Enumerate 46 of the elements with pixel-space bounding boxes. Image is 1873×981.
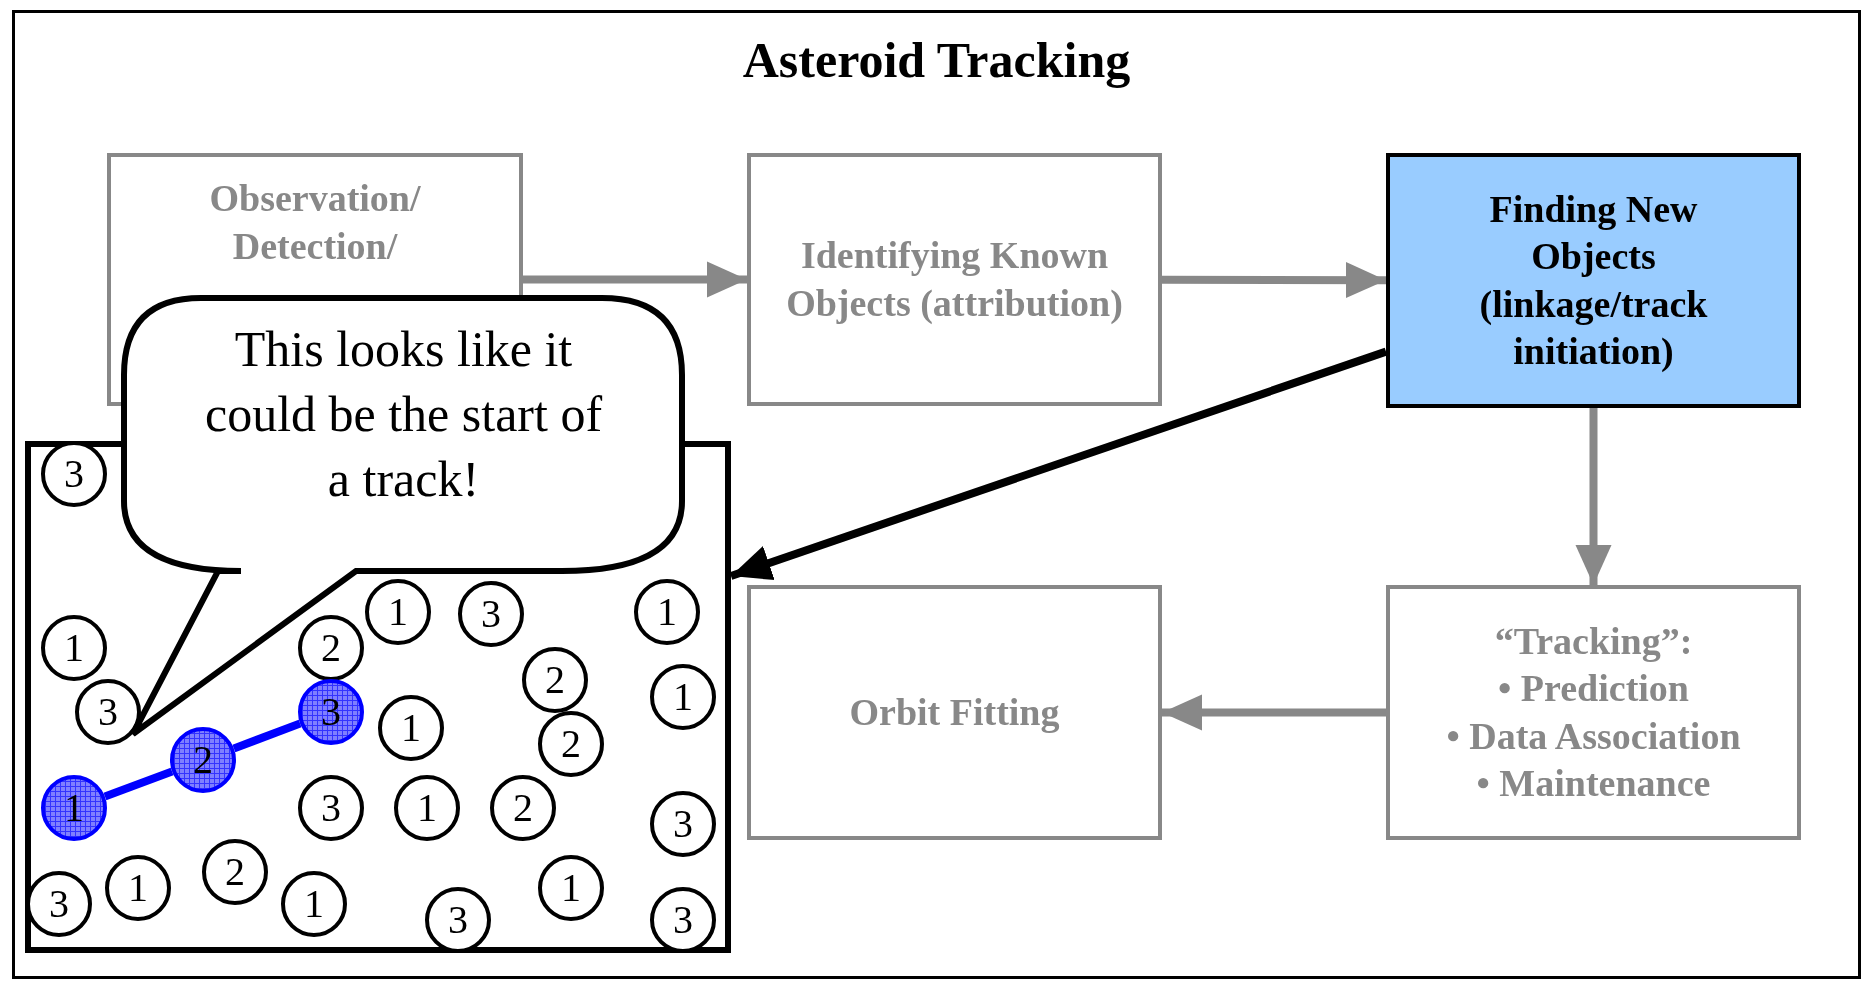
detection-number: 3 <box>481 594 501 634</box>
detection-number: 3 <box>98 692 118 732</box>
star-field-panel <box>25 441 731 953</box>
detection-number: 3 <box>448 900 468 940</box>
detection-number: 3 <box>673 804 693 844</box>
detection-number: 2 <box>545 660 565 700</box>
detection-number: 1 <box>657 592 677 632</box>
detection-number: 3 <box>64 454 84 494</box>
arrow <box>729 347 1388 581</box>
box-label: Orbit Fitting <box>849 689 1060 735</box>
box-label: Finding New Objects (linkage/track initiation) <box>1478 186 1709 374</box>
arrow <box>1575 408 1612 585</box>
detection-number: 1 <box>64 788 84 828</box>
detection-number: 3 <box>321 788 341 828</box>
diagram-title: Asteroid Tracking <box>742 31 1131 89</box>
detection-number: 2 <box>561 724 581 764</box>
detection-number: 1 <box>401 708 421 748</box>
box-label: Identifying Known Objects (attribution) <box>785 233 1124 326</box>
detection-number: 3 <box>49 884 69 924</box>
detection-number: 3 <box>321 692 341 732</box>
detection-number: 1 <box>388 592 408 632</box>
box-label: • Data Association <box>1446 713 1741 759</box>
process-box <box>747 585 1162 840</box>
process-box <box>1386 585 1801 840</box>
box-label: “Tracking”: <box>1494 618 1693 664</box>
box-label: • Maintenance <box>1476 761 1711 806</box>
detection-number: 1 <box>417 788 437 828</box>
detection-number: 2 <box>513 788 533 828</box>
detection-number: 3 <box>673 900 693 940</box>
arrow <box>1162 262 1386 299</box>
speech-text: This looks like it could be the start of a track! <box>203 320 604 509</box>
box-label: • Prediction <box>1498 666 1689 711</box>
detection-number: 2 <box>225 852 245 892</box>
process-box <box>747 153 1162 406</box>
detection-number: 1 <box>304 884 324 924</box>
detection-number: 1 <box>673 677 693 717</box>
detection-number: 1 <box>64 628 84 668</box>
detection-number: 1 <box>128 868 148 908</box>
detection-number: 2 <box>193 740 213 780</box>
track-line <box>103 767 174 801</box>
box-label: Observation/ Detection/ <box>208 176 422 269</box>
detection-number: 2 <box>321 628 341 668</box>
process-box <box>1386 153 1801 408</box>
detection-number: 1 <box>561 868 581 908</box>
track-line <box>232 719 302 753</box>
detection-circle <box>298 615 364 681</box>
